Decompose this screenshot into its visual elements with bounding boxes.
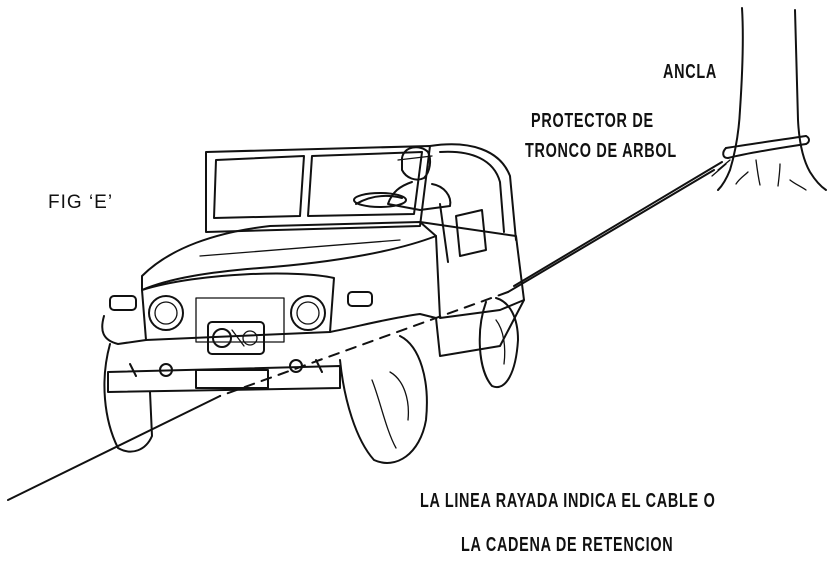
caption-line1: LA LINEA RAYADA INDICA EL CABLE O [420, 490, 716, 512]
winch [207, 321, 265, 355]
protector-label-line1: PROTECTOR DE [531, 110, 654, 132]
anchor-label: ANCLA [663, 61, 717, 83]
protector-label-line2: TRONCO DE ARBOL [525, 140, 677, 162]
tree-trunk-protector [711, 135, 810, 177]
caption-line2: LA CADENA DE RETENCION [461, 534, 674, 556]
tree-trunk [717, 7, 827, 191]
figure-label: FIG ‘E’ [48, 192, 114, 213]
jeep-vehicle [101, 143, 525, 464]
